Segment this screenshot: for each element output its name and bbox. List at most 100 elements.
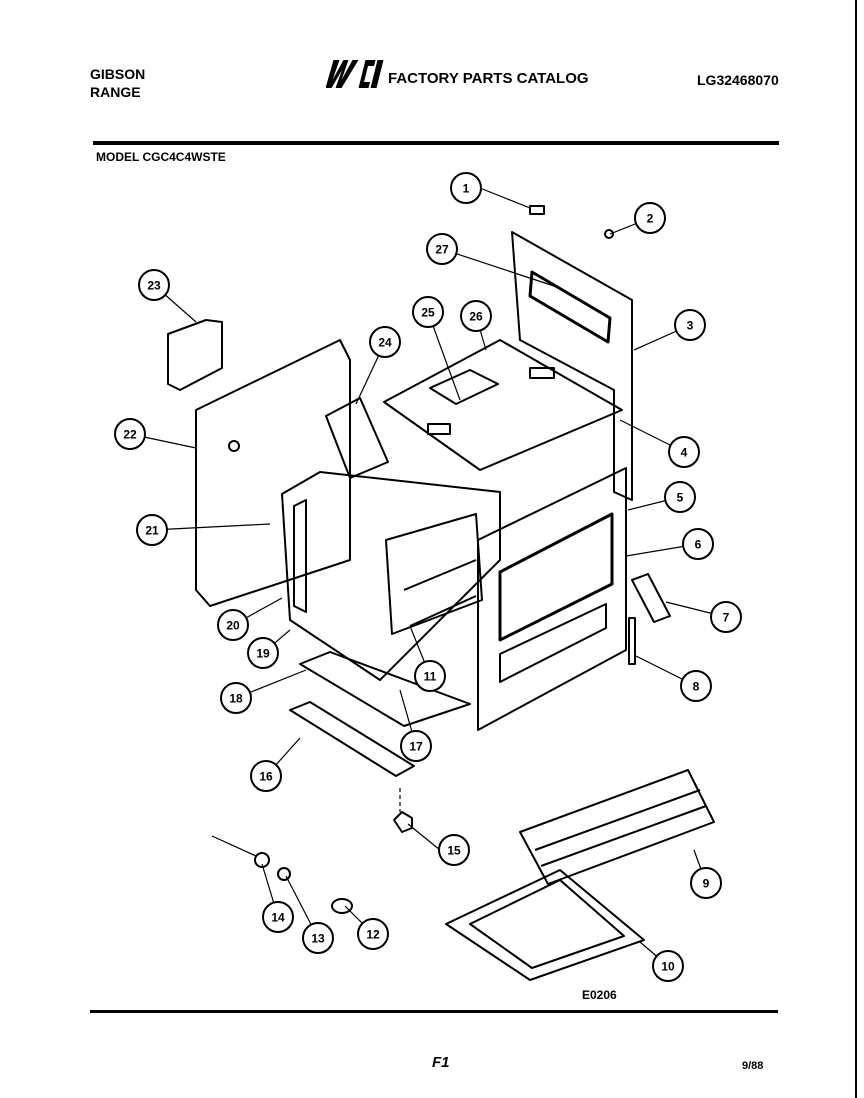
door-opening (498, 512, 614, 642)
leveler (393, 811, 413, 833)
callout-number: 24 (378, 336, 392, 350)
callout-bubble (400, 730, 432, 762)
callout-bubble (664, 481, 696, 513)
callout-number: 23 (147, 279, 161, 293)
callout-23: 23 (138, 269, 170, 301)
callout-number: 5 (677, 491, 684, 505)
callout-number: 22 (123, 428, 137, 442)
callout-11: 11 (414, 660, 446, 692)
callout-number: 11 (424, 670, 437, 684)
callout-bubble (682, 528, 714, 560)
callout-bubble (710, 601, 742, 633)
callout-number: 3 (687, 319, 694, 333)
callout-number: 8 (693, 680, 700, 694)
callout-bubble (250, 760, 282, 792)
header-divider (93, 141, 779, 145)
callout-number: 6 (695, 538, 702, 552)
callout-16: 16 (250, 760, 282, 792)
callout-bubble (138, 269, 170, 301)
document-number: LG32468070 (697, 72, 779, 88)
callout-12: 12 (357, 918, 389, 950)
callout-number: 4 (681, 446, 688, 460)
callout-26: 26 (460, 300, 492, 332)
front-frame (477, 467, 627, 731)
callout-bubble (414, 660, 446, 692)
callout-bubble (217, 609, 249, 641)
wci-logo (326, 60, 384, 88)
page-mark: F1 (432, 1054, 450, 1071)
callout-bubble (690, 867, 722, 899)
catalog-title: FACTORY PARTS CATALOG (388, 70, 589, 87)
callout-number: 16 (259, 770, 273, 784)
callout-number: 7 (723, 611, 730, 625)
callout-13: 13 (302, 922, 334, 954)
callout-bubble (438, 834, 470, 866)
callout-14: 14 (262, 901, 294, 933)
callout-27: 27 (426, 233, 458, 265)
callout-2: 2 (634, 202, 666, 234)
callout-bubble (262, 901, 294, 933)
callout-5: 5 (664, 481, 696, 513)
callout-7: 7 (710, 601, 742, 633)
callout-bubble (460, 300, 492, 332)
product-type: RANGE (90, 84, 141, 100)
brand-name: GIBSON (90, 66, 146, 82)
callout-bubble (680, 670, 712, 702)
callout-number: 15 (447, 844, 461, 858)
oven-liner (281, 471, 501, 681)
callout-bubble (634, 202, 666, 234)
callout-bubble (220, 682, 252, 714)
bottom-pan (299, 651, 471, 727)
callout-4: 4 (668, 436, 700, 468)
callout-number: 26 (469, 310, 483, 324)
vent-duct (167, 319, 223, 391)
kick-plate (289, 701, 415, 777)
callout-bubble (136, 514, 168, 546)
broiler-pan (445, 869, 645, 981)
callout-number: 25 (421, 306, 435, 320)
callout-15: 15 (438, 834, 470, 866)
callout-number: 14 (271, 911, 285, 925)
figure-code: E0206 (582, 988, 617, 1002)
callout-17: 17 (400, 730, 432, 762)
callout-bubble (450, 172, 482, 204)
model-label: MODEL CGC4C4WSTE (96, 150, 226, 164)
callout-bubble (369, 326, 401, 358)
callout-bubble (426, 233, 458, 265)
oven-rack (519, 769, 715, 885)
callout-bubble (357, 918, 389, 950)
callout-21: 21 (136, 514, 168, 546)
callout-25: 25 (412, 296, 444, 328)
footer-divider (90, 1010, 778, 1013)
callout-22: 22 (114, 418, 146, 450)
callout-3: 3 (674, 309, 706, 341)
callout-bubble (668, 436, 700, 468)
revision-date: 9/88 (742, 1060, 764, 1072)
callout-bubble (412, 296, 444, 328)
callout-bubble (114, 418, 146, 450)
callout-6: 6 (682, 528, 714, 560)
callout-number: 18 (229, 692, 243, 706)
callout-24: 24 (369, 326, 401, 358)
callout-number: 2 (647, 212, 654, 226)
callout-number: 12 (366, 928, 380, 942)
callout-18: 18 (220, 682, 252, 714)
flue-deflector (325, 397, 389, 479)
callout-number: 19 (256, 647, 270, 661)
callout-9: 9 (690, 867, 722, 899)
callout-bubble (674, 309, 706, 341)
callout-number: 20 (226, 619, 240, 633)
callout-8: 8 (680, 670, 712, 702)
callout-20: 20 (217, 609, 249, 641)
callout-19: 19 (247, 637, 279, 669)
side-panel (195, 339, 351, 607)
callout-number: 27 (435, 243, 449, 257)
callout-bubble (652, 950, 684, 982)
callout-number: 10 (661, 960, 675, 974)
callout-bubble (247, 637, 279, 669)
callout-number: 1 (463, 182, 470, 196)
callout-number: 13 (311, 932, 325, 946)
frame-border (855, 0, 857, 1098)
top-panel (383, 339, 623, 471)
